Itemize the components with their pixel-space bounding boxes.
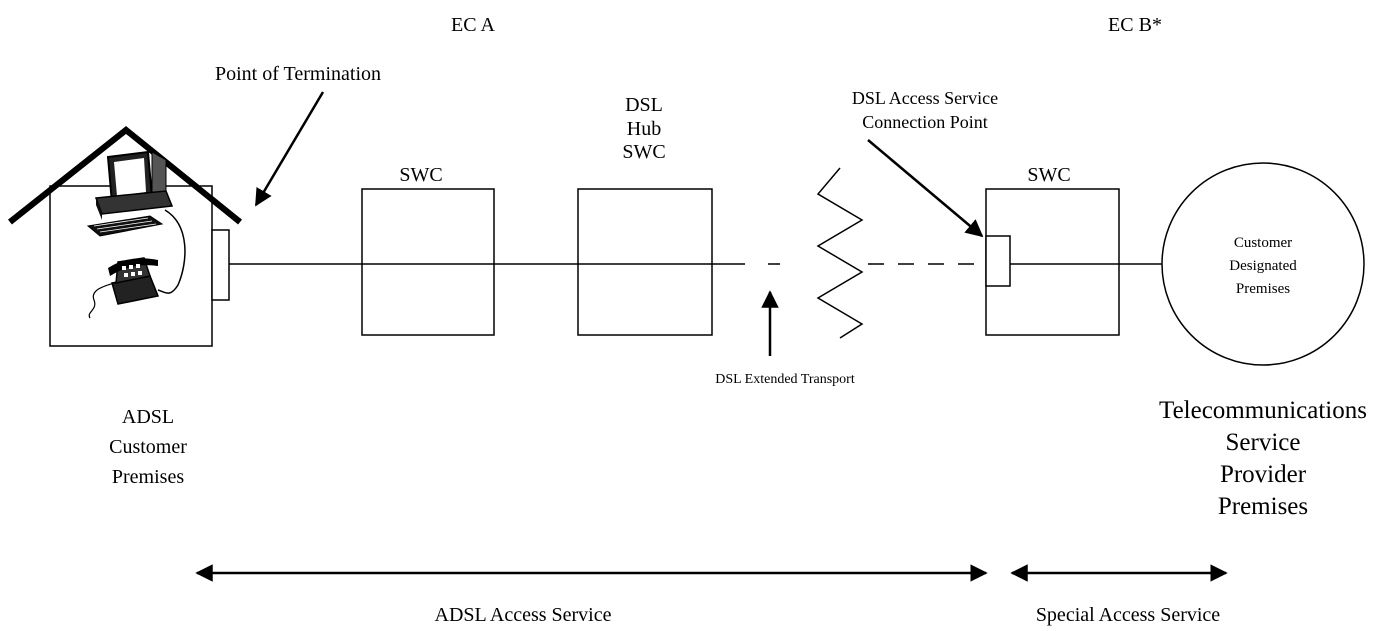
adsl-premises-label: ADSL Customer Premises: [109, 402, 187, 492]
connection-point-box: [985, 235, 1011, 287]
telephone-icon: [88, 257, 160, 319]
customer-designated-label: Customer Designated Premises: [1229, 232, 1296, 301]
telecom-premises-line-1: Telecommunications: [1159, 397, 1367, 424]
dsl-hub-swc-label: DSL Hub SWC: [622, 94, 665, 165]
network-interface-box: [211, 229, 230, 301]
swc-box-hub: [577, 188, 713, 336]
telecom-premises-line-4: Premises: [1217, 493, 1309, 520]
point-of-termination-label: Point of Termination: [215, 63, 381, 85]
customer-designated-line-2: Designated: [1229, 258, 1297, 274]
swc-box-1: [361, 188, 495, 336]
dsl-hub-line-3: SWC: [622, 141, 666, 163]
telecom-premises-line-3: Provider: [1219, 461, 1307, 488]
ec-a-label: EC A: [451, 14, 495, 36]
dsl-hub-line-1: DSL: [625, 94, 663, 116]
adsl-premises-line-3: Premises: [111, 466, 185, 488]
customer-designated-circle: [1161, 162, 1365, 366]
customer-designated-line-1: Customer: [1233, 235, 1293, 251]
dsl-hub-line-2: Hub: [626, 117, 662, 140]
ec-b-label: EC B*: [1108, 14, 1162, 36]
telecom-premises-label: Telecommunications Service Provider Prem…: [1159, 395, 1367, 523]
swc-label-1: SWC: [399, 164, 443, 186]
distance-break: [816, 167, 864, 339]
computer-icon: [86, 150, 174, 237]
telecom-premises-line-2: Service: [1225, 429, 1301, 456]
extended-transport-label: DSL Extended Transport: [715, 372, 855, 387]
adsl-premises-line-1: ADSL: [121, 406, 175, 428]
customer-designated-line-3: Premises: [1235, 281, 1291, 297]
swc-label-ec-b: SWC: [1027, 164, 1071, 186]
connection-point-label: DSL Access Service Connection Point: [852, 86, 998, 134]
special-access-service-label: Special Access Service: [1035, 604, 1221, 626]
adsl-premises-line-2: Customer: [109, 436, 187, 458]
connection-point-line-1: DSL Access Service: [851, 88, 999, 108]
connection-point-line-2: Connection Point: [862, 112, 988, 132]
adsl-access-service-label: ADSL Access Service: [434, 604, 612, 626]
